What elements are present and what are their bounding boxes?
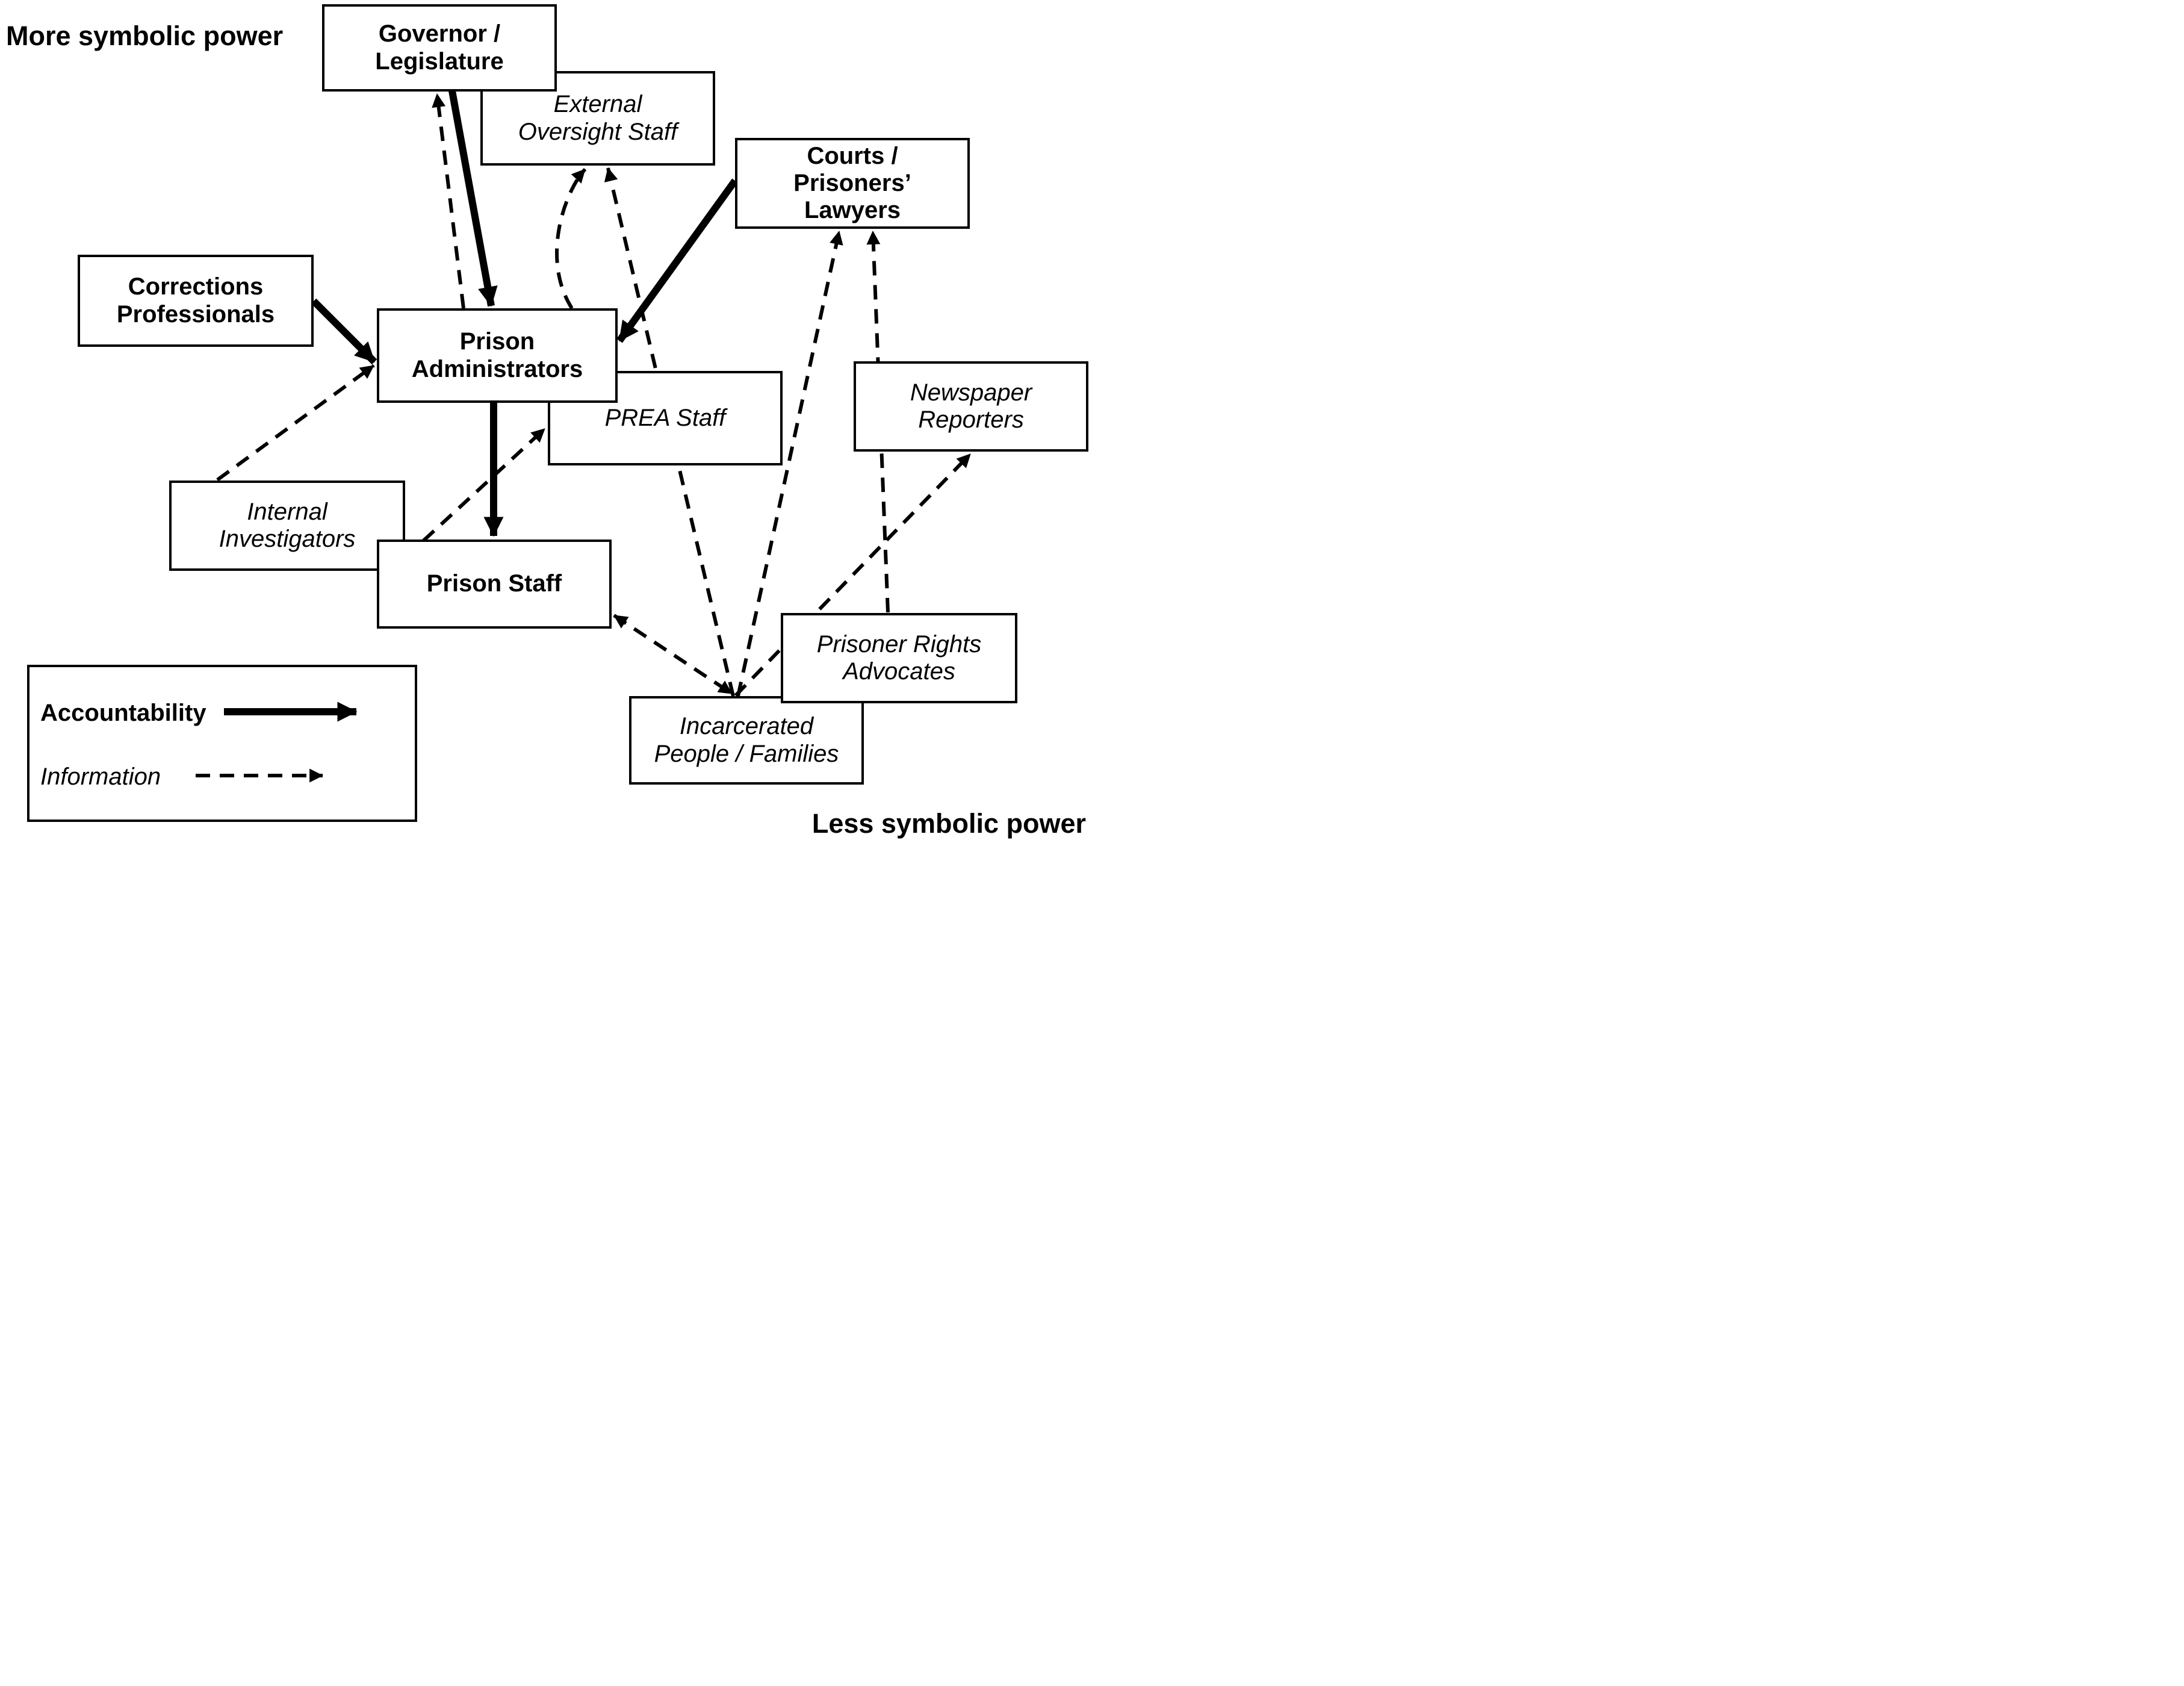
node-label-line: Prison Staff	[426, 570, 562, 597]
node-label-line: External	[553, 91, 642, 118]
node-label-line: Governor /	[378, 20, 501, 48]
node-label-line: Lawyers	[804, 197, 901, 224]
edge-incarcerated-to-newspaper-reporters	[734, 452, 972, 697]
node-label-line: Internal	[247, 498, 327, 525]
node-label-line: Prisoner Rights	[816, 630, 982, 658]
label-less-symbolic-power: Less symbolic power	[811, 808, 1086, 839]
legend-label-accountability: Accountability	[40, 700, 206, 726]
node-label-line: Reporters	[918, 406, 1024, 433]
node-label-line: Oversight Staff	[518, 118, 678, 145]
edge-advocates-to-courts	[866, 230, 890, 613]
node-label-line: Incarcerated	[679, 713, 814, 740]
node-label-line: Professionals	[116, 300, 275, 328]
node-label-line: Administrators	[411, 355, 583, 382]
legend-box: Accountability Information	[27, 665, 417, 822]
edge-courts-to-prison-admin	[616, 178, 738, 343]
label-more-symbolic-power: More symbolic power	[6, 20, 284, 51]
edge-internal-investigators-to-prea	[404, 427, 547, 559]
edge-prison-staff-incarcerated-two-way	[613, 614, 733, 695]
legend-label-information: Information	[40, 764, 161, 790]
node-label-line: Investigators	[219, 526, 356, 552]
node-label-line: Prisoners’	[793, 169, 911, 196]
node-label-line: Legislature	[375, 48, 504, 75]
edge-corrections-to-prison-admin	[311, 298, 377, 365]
node-prison-staff: Prison Staff	[377, 540, 612, 629]
node-label-line: Prison	[459, 328, 535, 355]
node-label-line: Courts /	[807, 142, 898, 169]
edge-governor-to-prison-admin	[448, 90, 498, 307]
node-label-line: Advocates	[843, 658, 955, 685]
edge-incarcerated-to-courts	[736, 230, 843, 697]
node-label-line: Newspaper	[910, 379, 1032, 406]
node-governor-legislature: Governor /Legislature	[322, 4, 557, 92]
node-label-line: PREA Staff	[604, 404, 726, 431]
edge-prison-admin-to-external-oversight	[555, 167, 587, 310]
edge-prison-admin-to-governor	[432, 93, 465, 309]
node-label-line: People / Families	[654, 740, 839, 767]
node-courts-prisoners-lawyers: Courts /Prisoners’Lawyers	[735, 138, 970, 229]
edge-internal-investigators-to-prison-admin	[216, 364, 375, 482]
node-label-line: Corrections	[128, 273, 264, 300]
